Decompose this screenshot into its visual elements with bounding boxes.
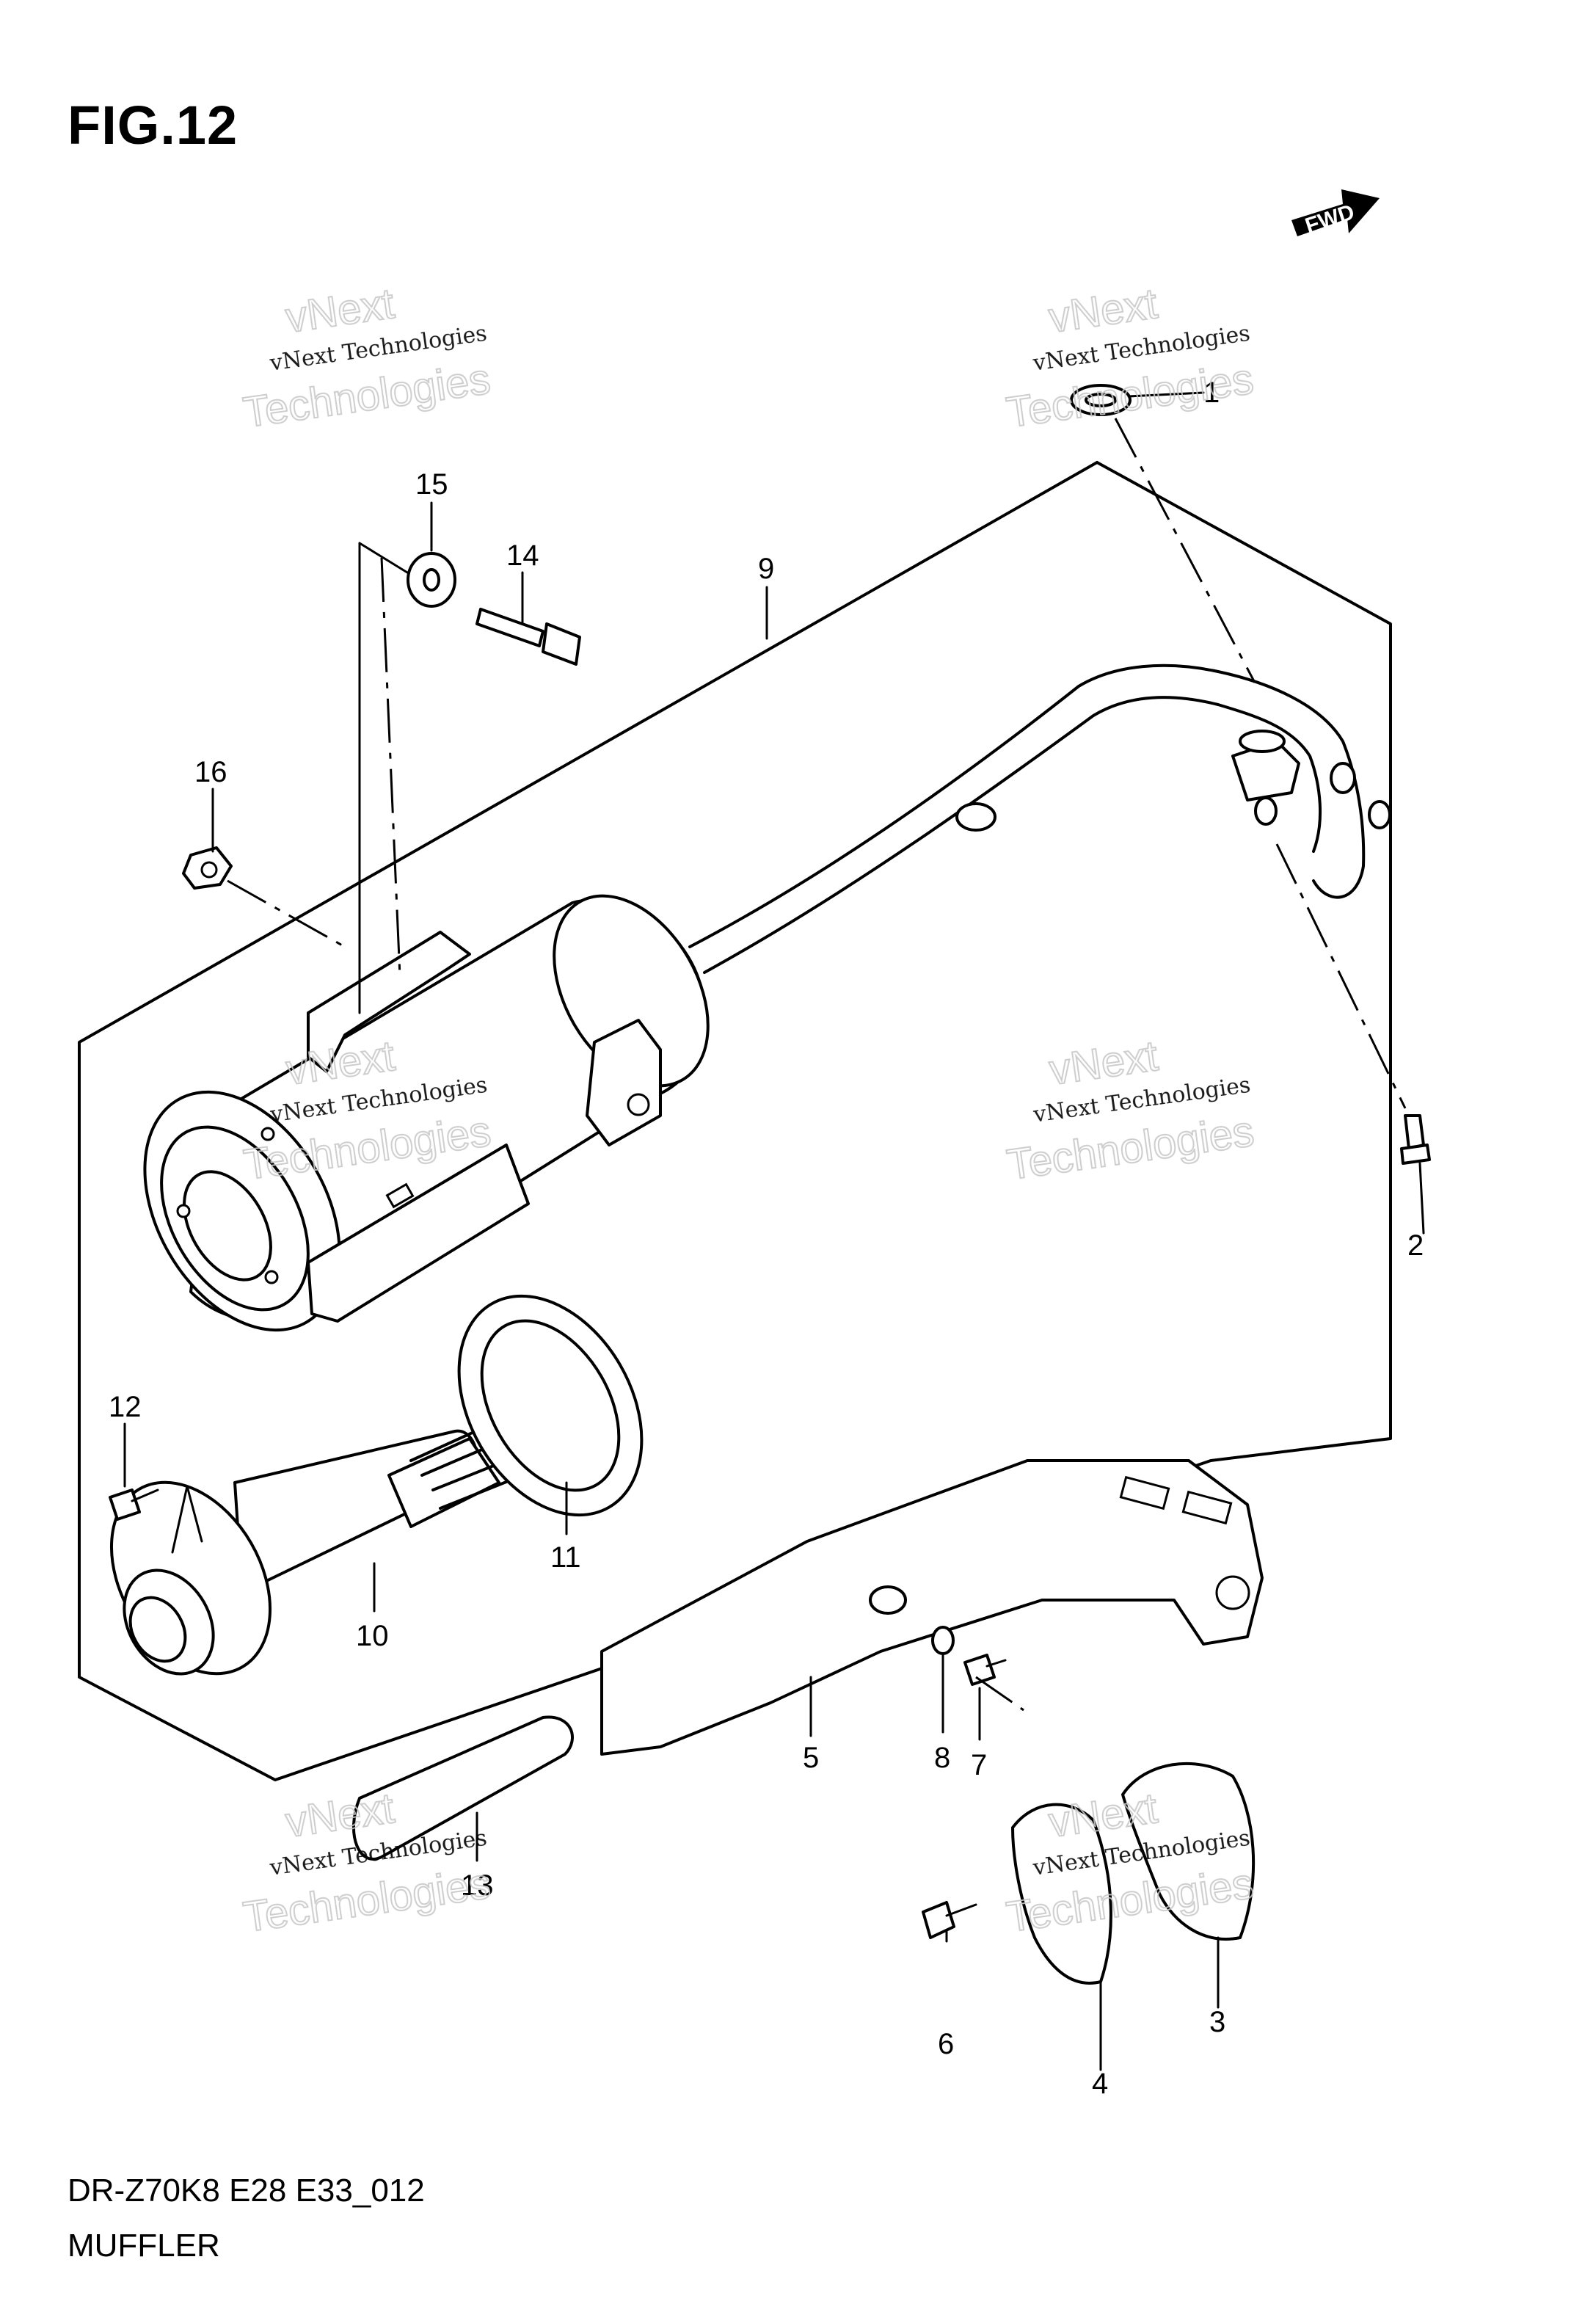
- callout-1: 1: [1203, 377, 1220, 409]
- callout-11: 11: [550, 1541, 581, 1574]
- leader-lines: [123, 391, 1425, 2071]
- protector-13: [352, 1715, 574, 1861]
- callout-13: 13: [461, 1869, 494, 1902]
- callout-14: 14: [506, 539, 539, 572]
- section-name: MUFFLER: [68, 2228, 220, 2264]
- cover-4: [1011, 1803, 1112, 1985]
- pipe-clamp: [955, 802, 996, 832]
- model-code: DR-Z70K8 E28 E33_012: [68, 2173, 425, 2209]
- callout-3: 3: [1209, 2006, 1225, 2038]
- front-bracket: [307, 931, 471, 1073]
- svg-text:vNext: vNext: [283, 280, 397, 342]
- washer-8: [931, 1626, 955, 1655]
- cover-3: [1121, 1762, 1256, 1941]
- forward-arrow-icon: FWD: [1291, 189, 1380, 239]
- screw-7: [963, 1654, 1007, 1686]
- svg-text:vNext: vNext: [1046, 1032, 1161, 1094]
- watermark: vNext vNext Technologies Technologies: [1003, 279, 1257, 437]
- callout-4: 4: [1092, 2068, 1108, 2100]
- tail-pipe: [109, 1422, 515, 1676]
- muffler-body: [143, 894, 710, 1332]
- bolt-12: [109, 1488, 159, 1521]
- lower-bracket: [307, 1144, 530, 1323]
- washer-15: [407, 552, 456, 608]
- callout-2: 2: [1407, 1229, 1424, 1262]
- callout-10: 10: [356, 1620, 389, 1652]
- callout-5: 5: [803, 1742, 819, 1774]
- nut-16: [182, 846, 233, 890]
- exhaust-pipe: [688, 664, 1391, 974]
- figure-title: FIG.12: [68, 95, 238, 156]
- callout-12: 12: [109, 1391, 142, 1423]
- callout-6: 6: [938, 2028, 954, 2060]
- callout-9: 9: [758, 553, 774, 585]
- gasket: [457, 1294, 644, 1517]
- assembly-lines: [171, 418, 1407, 1712]
- watermark: vNext vNext Technologies Technologies: [1003, 1031, 1257, 1190]
- callout-7: 7: [971, 1749, 987, 1781]
- watermark: vNext vNext Technologies Technologies: [240, 279, 494, 437]
- callout-15: 15: [415, 468, 448, 501]
- callouts: 1 2 3 4 5 6 7 8 9 10 11 12 13 14 15 16: [109, 377, 1424, 2100]
- washer-1: [1070, 384, 1132, 416]
- bolt-6: [922, 1901, 977, 1939]
- side-bracket: [586, 1019, 662, 1146]
- svg-text:vNext: vNext: [1046, 280, 1160, 342]
- callout-16: 16: [194, 756, 227, 788]
- bolt-2: [1400, 1114, 1431, 1165]
- bolt-14: [475, 608, 581, 666]
- heat-shield: [600, 1459, 1264, 1756]
- callout-8: 8: [934, 1742, 950, 1774]
